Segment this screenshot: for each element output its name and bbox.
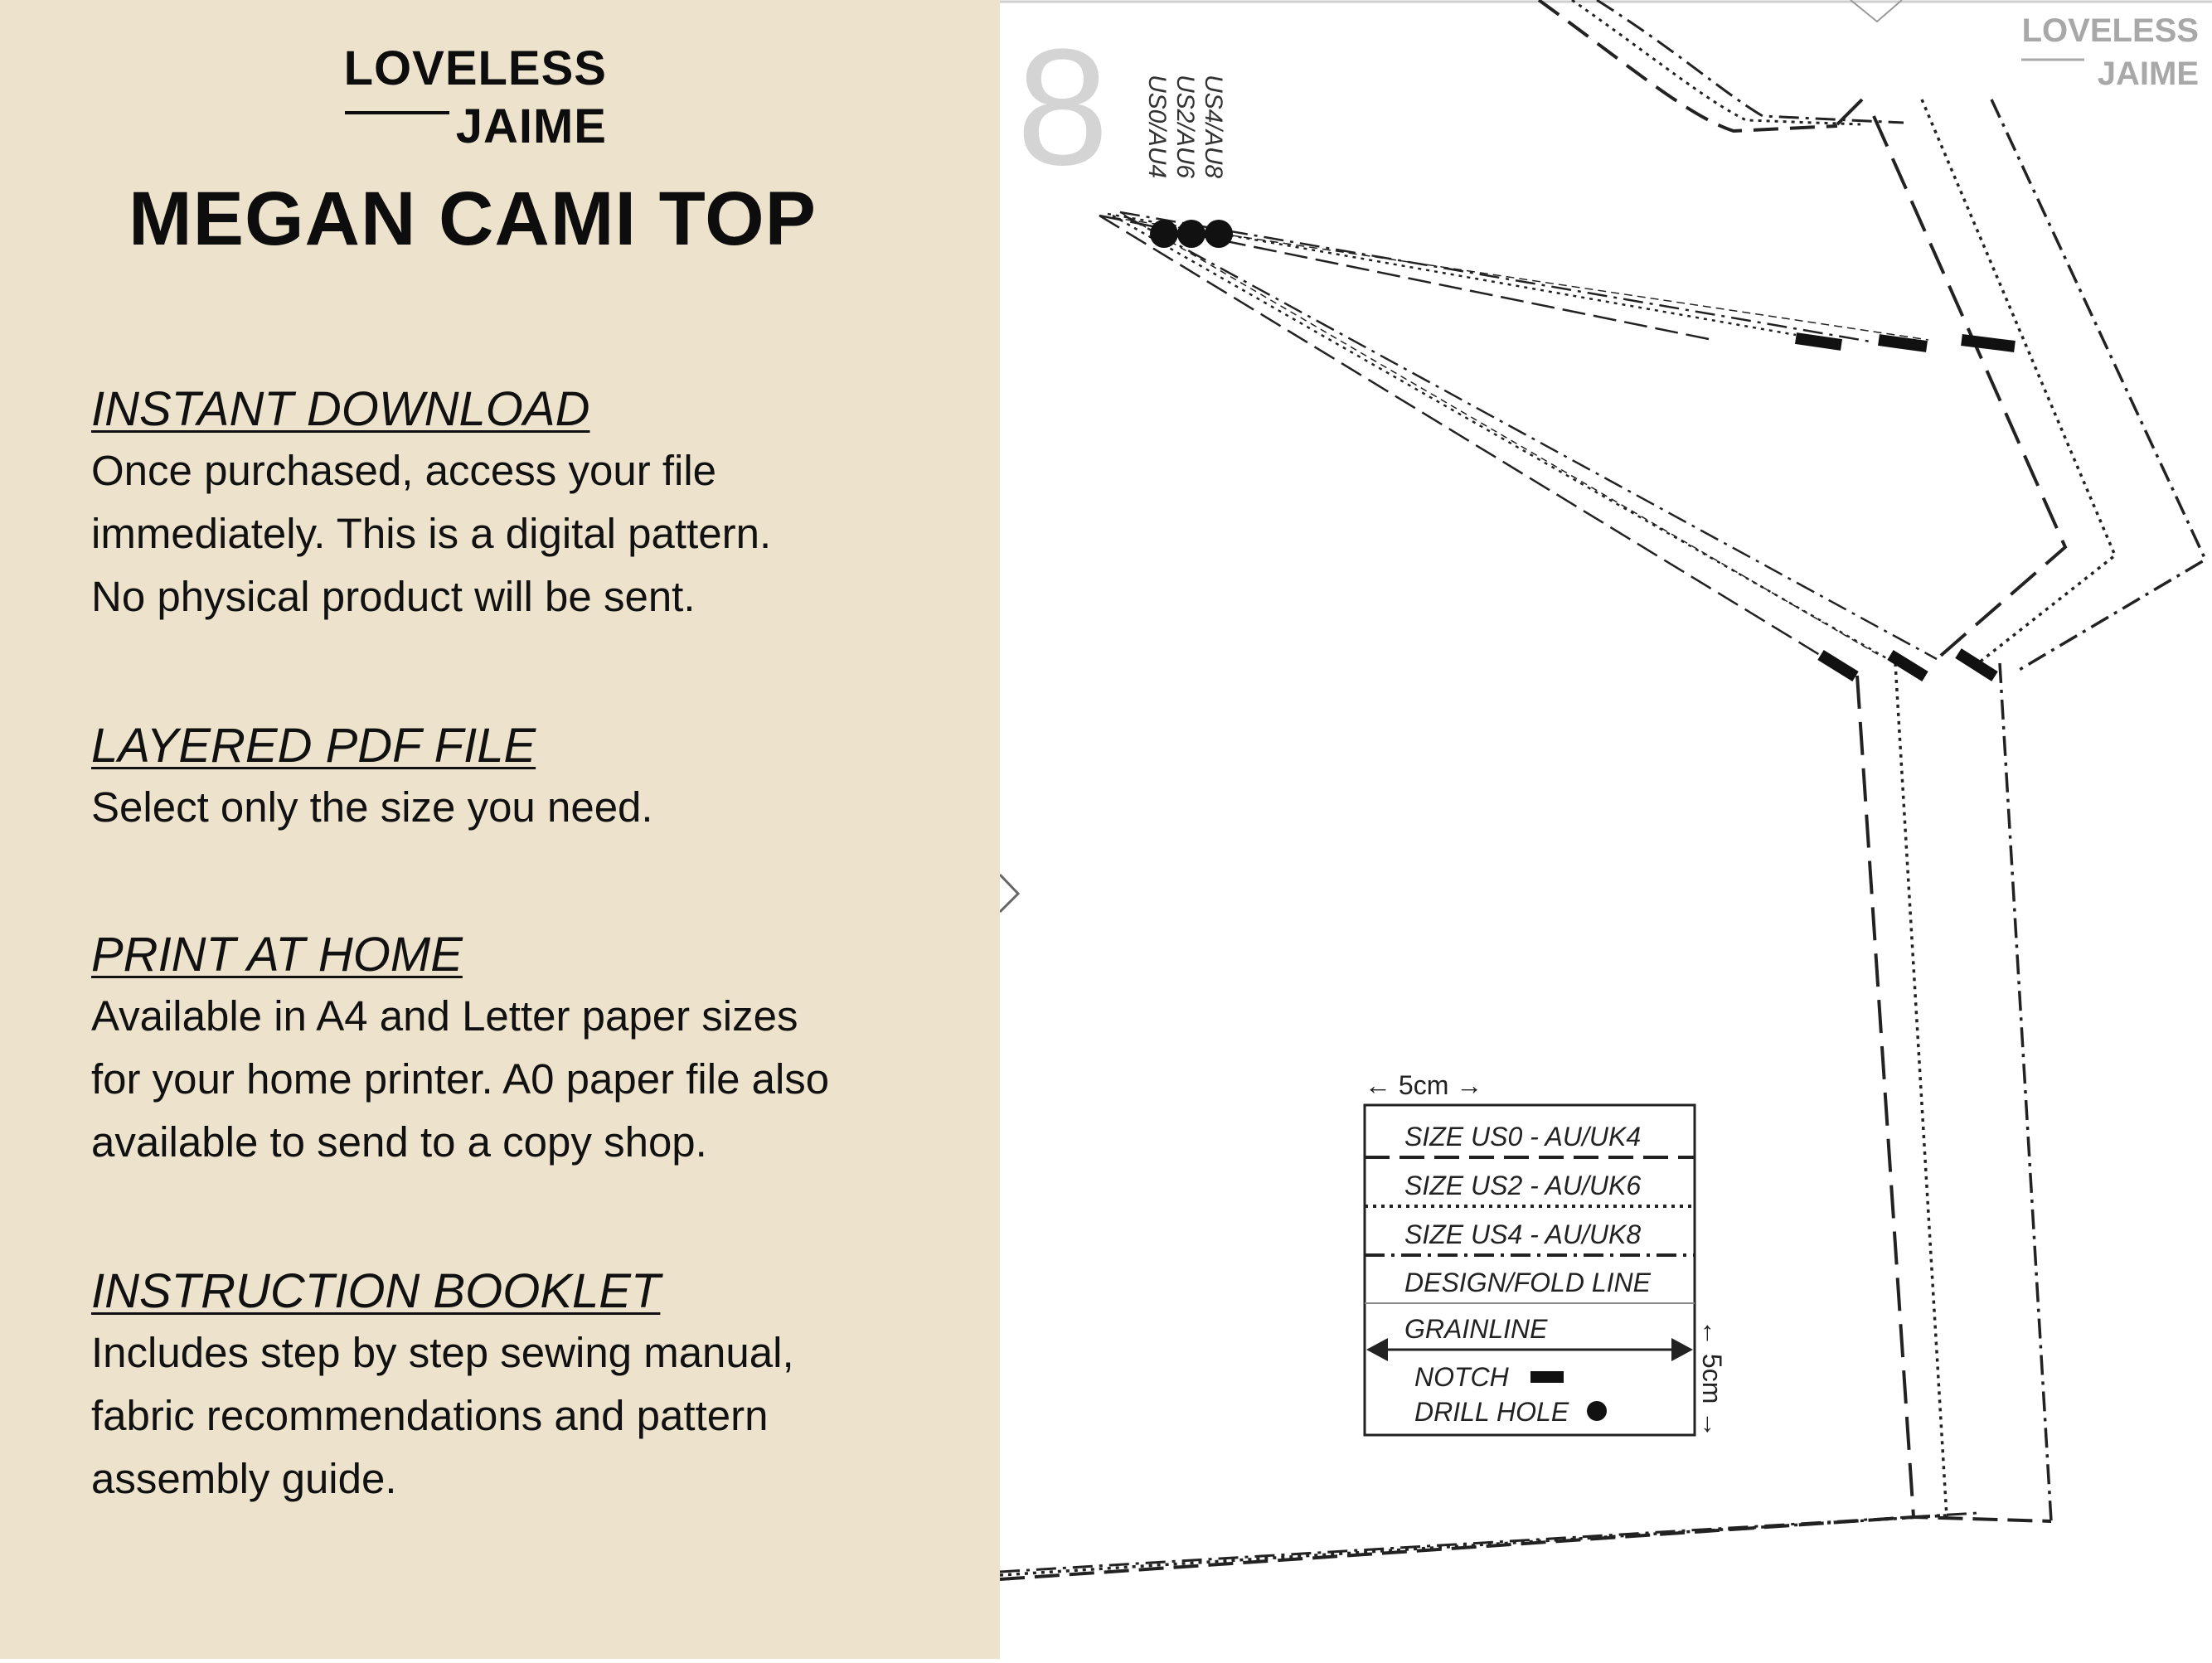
section-line: fabric recommendations and pattern bbox=[91, 1392, 769, 1439]
section-instruction-booklet: INSTRUCTION BOOKLET Includes step by ste… bbox=[91, 1262, 970, 1510]
section-line: No physical product will be sent. bbox=[91, 573, 696, 620]
legend-row-fold: DESIGN/FOLD LINE bbox=[1404, 1268, 1652, 1297]
product-info-panel: LOVELESS JAIME MEGAN CAMI TOP INSTANT DO… bbox=[0, 0, 1000, 1659]
brand-rule bbox=[345, 111, 449, 114]
watermark-line-1: LOVELESS bbox=[2022, 12, 2199, 49]
brand-logo: LOVELESS JAIME bbox=[342, 41, 607, 158]
section-line: Includes step by step sewing manual, bbox=[91, 1329, 794, 1376]
section-heading: INSTANT DOWNLOAD bbox=[91, 382, 590, 436]
watermark-line-2: JAIME bbox=[2098, 56, 2199, 92]
section-line: available to send to a copy shop. bbox=[91, 1118, 707, 1166]
section-heading: LAYERED PDF FILE bbox=[91, 719, 536, 773]
pattern-preview: 8 US4/AU8 US2/AU6 US0/AU4 bbox=[998, 0, 2212, 1659]
drill-holes bbox=[1150, 220, 1233, 248]
notch-marks bbox=[1794, 332, 2016, 681]
legend-row-us0: SIZE US0 - AU/UK4 bbox=[1404, 1122, 1641, 1151]
size-label-us0: US0/AU4 bbox=[1143, 75, 1171, 178]
brand-line-2: JAIME bbox=[455, 99, 607, 153]
size-label-us2: US2/AU6 bbox=[1171, 75, 1199, 178]
product-title: MEGAN CAMI TOP bbox=[128, 177, 817, 261]
section-print-at-home: PRINT AT HOME Available in A4 and Letter… bbox=[91, 925, 970, 1174]
pattern-lines bbox=[999, 0, 2208, 1581]
section-heading: PRINT AT HOME bbox=[91, 928, 463, 982]
section-heading: INSTRUCTION BOOKLET bbox=[91, 1264, 661, 1318]
pattern-legend: ← 5cm → SIZE US0 - AU/UK4 SIZE US2 - AU/… bbox=[1363, 1070, 1727, 1438]
section-line: for your home printer. A0 paper file als… bbox=[91, 1055, 830, 1103]
pattern-drawing: 8 US4/AU8 US2/AU6 US0/AU4 bbox=[998, 0, 2212, 1659]
section-line: Once purchased, access your file bbox=[91, 447, 717, 494]
section-layered-pdf: LAYERED PDF FILE Select only the size yo… bbox=[91, 716, 970, 839]
legend-drill-hole: DRILL HOLE bbox=[1414, 1397, 1569, 1427]
legend-row-us2: SIZE US2 - AU/UK6 bbox=[1404, 1171, 1641, 1200]
section-line: assembly guide. bbox=[91, 1455, 397, 1502]
scale-width-label: ← 5cm → bbox=[1365, 1070, 1482, 1100]
legend-row-us4: SIZE US4 - AU/UK8 bbox=[1404, 1219, 1641, 1249]
brand-line-1: LOVELESS bbox=[343, 41, 607, 95]
section-line: Available in A4 and Letter paper sizes bbox=[91, 992, 798, 1040]
scale-height-label: ← 5cm → bbox=[1697, 1320, 1727, 1438]
section-instant-download: INSTANT DOWNLOAD Once purchased, access … bbox=[91, 380, 970, 628]
section-line: immediately. This is a digital pattern. bbox=[91, 510, 772, 557]
legend-notch: NOTCH bbox=[1414, 1362, 1510, 1392]
size-label-us4: US4/AU8 bbox=[1200, 75, 1227, 178]
piece-number: 8 bbox=[1016, 15, 1108, 200]
legend-row-grainline: GRAINLINE bbox=[1404, 1314, 1548, 1344]
section-line: Select only the size you need. bbox=[91, 783, 653, 831]
